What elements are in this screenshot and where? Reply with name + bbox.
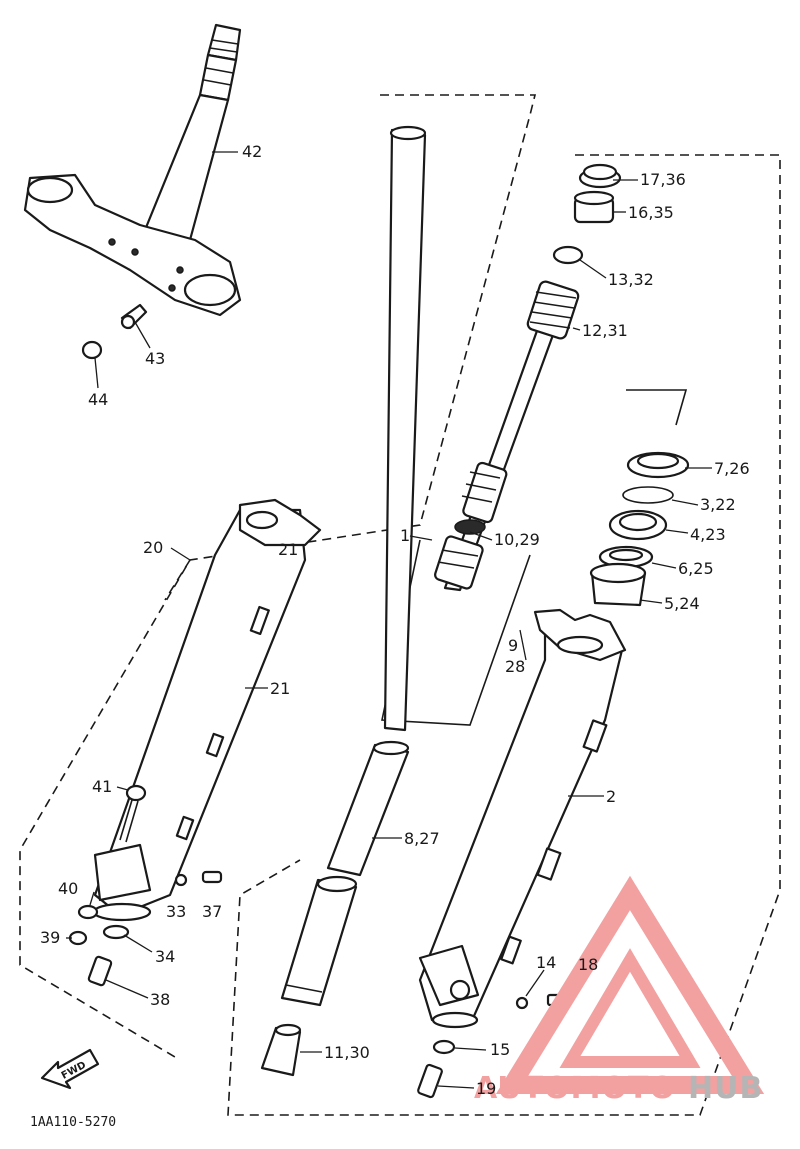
callout-33: 33 xyxy=(166,902,186,921)
callout-13-32: 13,32 xyxy=(608,270,654,289)
watermark-text-auto: AUTOMOTO xyxy=(474,1071,676,1106)
steering-stem-42 xyxy=(23,23,242,317)
callout-6-25: 6,25 xyxy=(678,559,714,578)
callout-21: 21 xyxy=(270,679,290,698)
callout-42: 42 xyxy=(242,142,262,161)
callout-44: 44 xyxy=(88,390,108,409)
callout-9: 9 xyxy=(508,636,518,655)
callout-40: 40 xyxy=(58,879,78,898)
nut-39 xyxy=(68,930,88,946)
watermark-logo xyxy=(495,875,765,1094)
callout-4-23: 4,23 xyxy=(690,525,726,544)
callout-3-22: 3,22 xyxy=(700,495,736,514)
washer-15 xyxy=(432,1039,456,1055)
callout-39: 39 xyxy=(40,928,60,947)
clip-3 xyxy=(622,486,674,504)
outer-tube-2 xyxy=(418,608,627,1029)
callout-37: 37 xyxy=(202,902,222,921)
oil-seal-4 xyxy=(608,509,668,541)
callout-1: 1 xyxy=(400,526,410,545)
damper-group-bracket xyxy=(626,389,688,426)
callout-10-29: 10,29 xyxy=(494,530,540,549)
cap-17 xyxy=(578,163,622,189)
callout-34: 34 xyxy=(155,947,175,966)
washer-6 xyxy=(598,545,654,569)
outer-tube-21 xyxy=(92,498,322,922)
bolt-19 xyxy=(417,1063,443,1099)
callout-38: 38 xyxy=(150,990,170,1009)
callout-12-31: 12,31 xyxy=(582,321,628,340)
callout-28: 28 xyxy=(505,657,525,676)
outer-tube-group-boundary xyxy=(19,94,537,1061)
washer-33 xyxy=(174,873,188,887)
callout-5-24: 5,24 xyxy=(664,594,700,613)
screw-37 xyxy=(201,870,223,884)
spring-8 xyxy=(280,740,410,1007)
callout-21-top: 21 xyxy=(278,540,298,559)
spacer-13 xyxy=(552,245,584,265)
callout-2: 2 xyxy=(606,787,616,806)
cap-44 xyxy=(81,340,103,360)
callout-7-26: 7,26 xyxy=(714,459,750,478)
washer-34 xyxy=(102,924,130,940)
fwd-arrow-icon: FWD xyxy=(40,1048,100,1090)
dust-seal-7 xyxy=(626,451,690,479)
group-boundary-connector xyxy=(164,559,191,601)
watermark-text-hub: HUB xyxy=(688,1071,763,1106)
washer-14 xyxy=(515,996,529,1010)
bolt-43 xyxy=(120,303,148,330)
bushing-5 xyxy=(589,562,647,607)
callout-18: 18 xyxy=(578,955,598,974)
piston-11 xyxy=(260,1023,302,1077)
callout-11-30: 11,30 xyxy=(324,1043,370,1062)
bolt-38 xyxy=(87,955,113,987)
callout-43: 43 xyxy=(145,349,165,368)
callout-8-27: 8,27 xyxy=(404,829,440,848)
callout-20: 20 xyxy=(143,538,163,557)
callout-41: 41 xyxy=(92,777,112,796)
callout-15: 15 xyxy=(490,1040,510,1059)
damper-rod-assembly xyxy=(434,280,580,592)
bolt-41 xyxy=(119,784,147,843)
callout-14: 14 xyxy=(536,953,556,972)
leader-lines xyxy=(66,151,712,1089)
cap-bolt-16 xyxy=(573,190,615,224)
diagram-code: 1AA110-5270 xyxy=(30,1115,116,1130)
callout-19: 19 xyxy=(476,1079,496,1098)
callout-17-36: 17,36 xyxy=(640,170,686,189)
nut-40 xyxy=(77,904,99,920)
inner-fork-tube-1 xyxy=(383,125,427,732)
callout-16-35: 16,35 xyxy=(628,203,674,222)
right-fork-group-boundary xyxy=(227,154,781,1116)
